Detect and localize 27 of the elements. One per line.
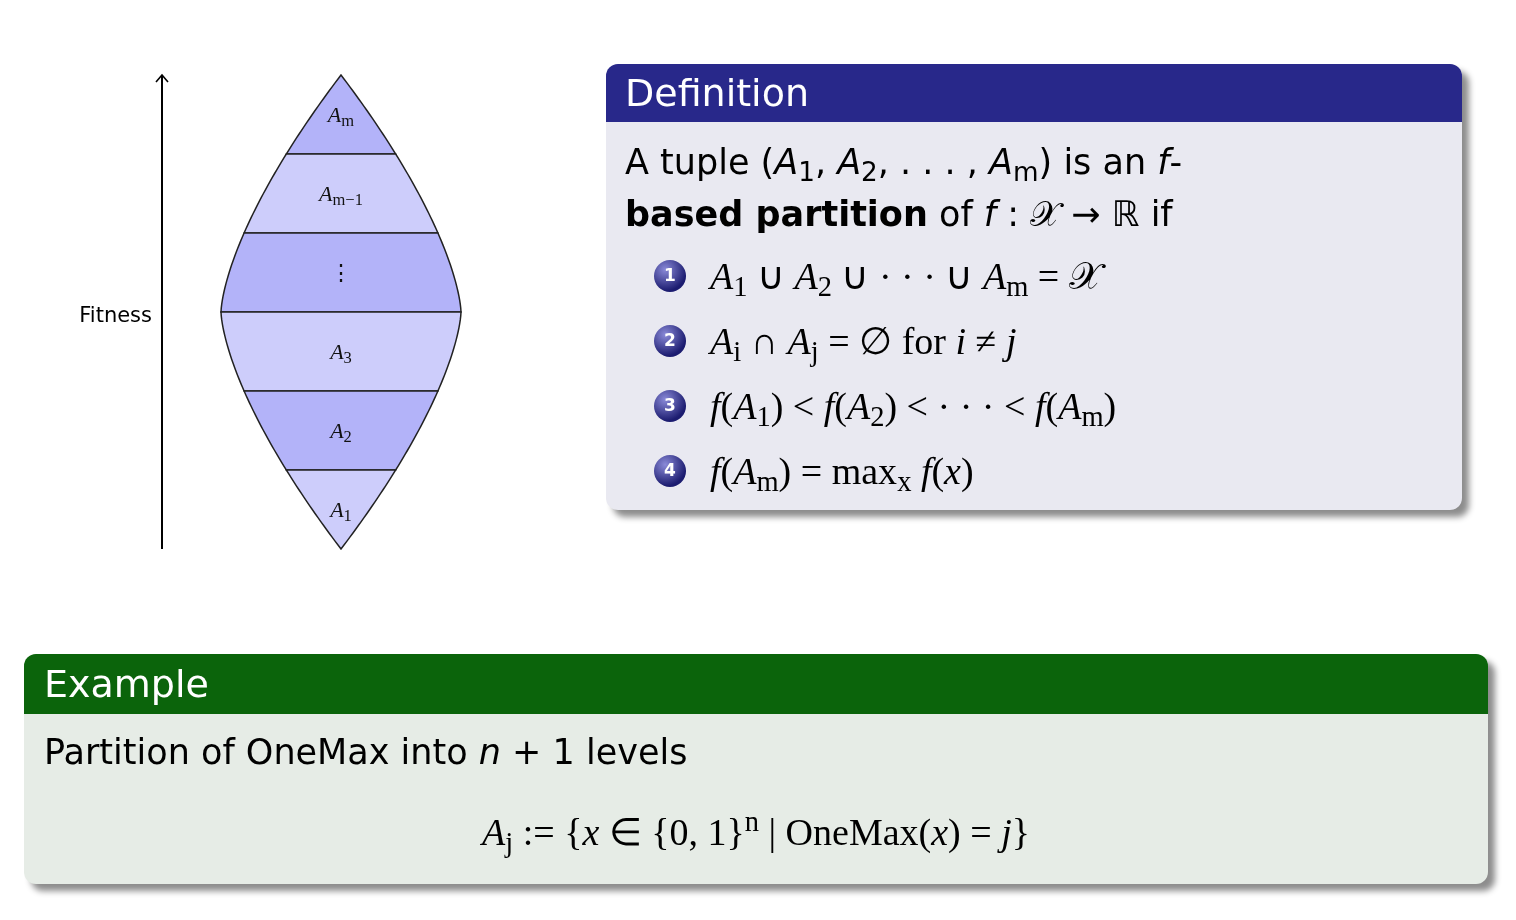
band-label: A$_{1}$	[330, 496, 352, 526]
block-header: Example	[24, 654, 1488, 714]
lens-band	[219, 312, 463, 391]
formula: A$_{j}$ := {x ∈ {0, 1}$^{n}$ | OneMax(x) = j}	[482, 804, 1030, 861]
item-formula: f(A$_{m}$) = max$_{x}$ f(x)	[710, 448, 974, 499]
lens-band	[219, 233, 463, 312]
item-number: 2	[654, 325, 686, 357]
block-header: Definition	[606, 64, 1462, 122]
example-text: Partition of OneMax into n + 1 levels	[43, 731, 689, 774]
example-block	[24, 654, 1488, 884]
definition-block	[606, 64, 1462, 510]
item-number: 1	[654, 260, 686, 292]
lens-band	[242, 154, 440, 233]
lens-band	[284, 75, 398, 154]
item-number: 4	[654, 455, 686, 487]
lens-band	[284, 470, 398, 549]
lens-band	[242, 391, 440, 470]
item-number: 3	[654, 390, 686, 422]
item-formula: f(A$_{1}$) < f(A$_{2}$) < · · · < f(A$_{m}$)	[710, 383, 1117, 434]
band-label: A$_{2}$	[330, 417, 352, 447]
definition-text: A tuple (A$_{1}$, A$_{2}$, . . . , A$_{m}$) is an f-based partition of f : 𝒳 → ℝ if	[624, 141, 1184, 236]
band-label: A$_{m−1}$	[319, 180, 363, 210]
band-label: ⋮	[330, 259, 352, 287]
item-formula: A$_{i}$ ∩ A$_{j}$ = ∅ for i ≠ j	[710, 318, 1017, 369]
axis-label: Fitness	[79, 302, 152, 329]
band-label: A$_{3}$	[330, 338, 352, 368]
band-label: A$_{m}$	[327, 101, 355, 131]
